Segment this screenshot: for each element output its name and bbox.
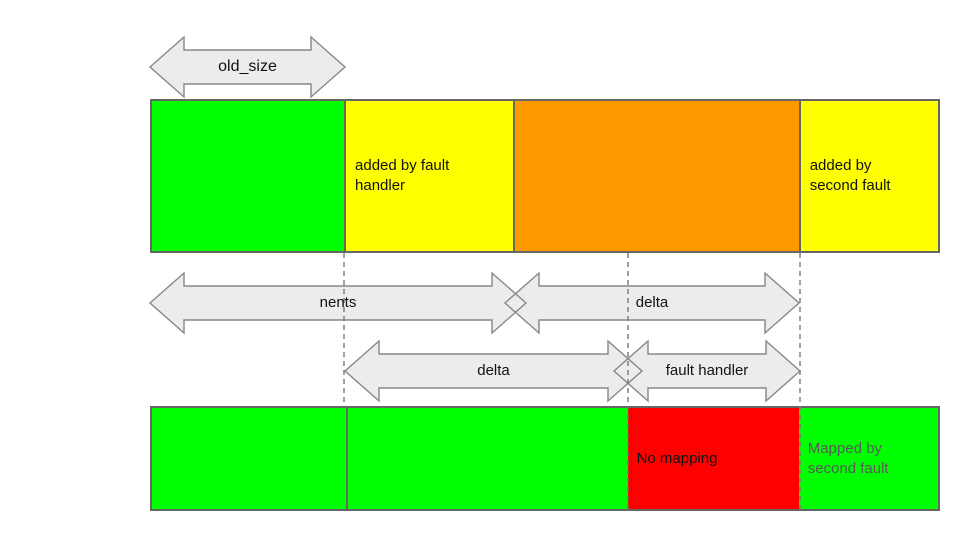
delta-upper-arrow (505, 273, 799, 333)
top-memory-bar: added by fault handler added by second f… (150, 99, 940, 253)
segment-added-by-second-fault: added by second fault (798, 101, 939, 251)
nents-label: nents (319, 294, 357, 311)
fault-handler-label: fault handler (665, 362, 749, 379)
segment-mapped-mid (346, 408, 628, 509)
segment-mapped-left (152, 408, 347, 509)
delta-lower-arrow (345, 341, 642, 401)
segment-label: added by fault handler (355, 157, 450, 194)
fault-handler-arrow (614, 341, 800, 401)
segment-label: added by second fault (809, 157, 891, 194)
segment-original-mapping (152, 101, 345, 251)
segment-middle-region (513, 101, 799, 251)
bottom-memory-bar: No mapping Mapped by second fault (150, 406, 940, 511)
delta-lower-label: delta (477, 362, 510, 379)
segment-added-by-fault-handler: added by fault handler (344, 101, 514, 251)
segment-no-mapping: No mapping (627, 408, 799, 509)
old-size-label: old_size (218, 58, 277, 75)
nents-arrow (150, 273, 526, 333)
segment-mapped-by-second-fault: Mapped by second fault (798, 408, 938, 509)
segment-label: No mapping (636, 449, 718, 467)
old-size-arrow (150, 37, 345, 97)
segment-label: Mapped by second fault (807, 439, 889, 477)
delta-upper-label: delta (635, 294, 669, 311)
